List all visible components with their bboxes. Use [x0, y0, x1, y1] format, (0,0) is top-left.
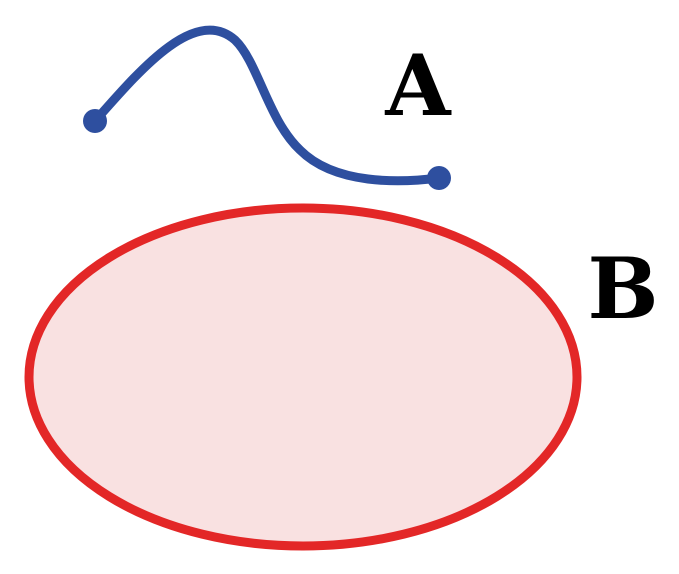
- curve-a-start-endpoint: [83, 109, 107, 133]
- region-b-label: B: [588, 239, 659, 338]
- region-b-ellipse: [24, 203, 582, 551]
- curve-a-label: A: [384, 36, 452, 135]
- curve-a-path: [90, 25, 444, 186]
- curve-a-end-endpoint: [427, 166, 451, 190]
